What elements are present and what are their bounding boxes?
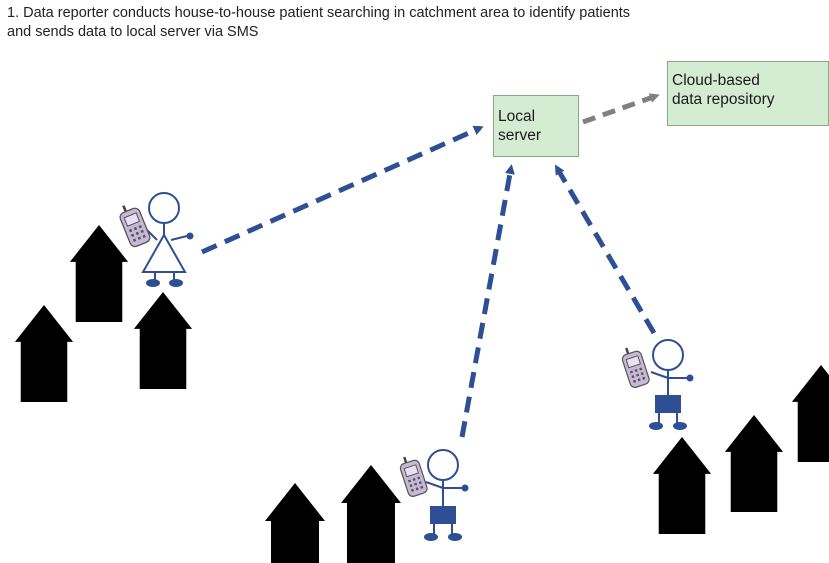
cloud-repository-box: Cloud-based data repository — [667, 61, 829, 126]
caption-line-2: and sends data to local server via SMS — [7, 24, 259, 40]
house-icon — [341, 465, 401, 563]
diagram-caption: 1. Data reporter conducts house-to-house… — [7, 4, 829, 42]
mobile-phone-icon — [115, 200, 153, 249]
female-reporter-icon — [141, 192, 194, 287]
local-server-label-line-1: Local — [498, 108, 536, 125]
sms-arrow-right-reporter — [554, 164, 657, 335]
house-icon — [724, 415, 784, 512]
local-server-label-line-2: server — [498, 127, 542, 144]
house-icon — [69, 225, 129, 322]
sms-arrow-female-reporter — [200, 125, 484, 255]
cloud-repository-label-line-1: Cloud-based — [672, 72, 760, 89]
caption-line-1: 1. Data reporter conducts house-to-house… — [7, 5, 631, 21]
house-icon — [133, 292, 193, 389]
house-icon — [791, 365, 829, 462]
mobile-phone-icon — [618, 343, 651, 390]
house-icon — [652, 437, 712, 534]
house-icon — [14, 305, 74, 402]
upload-arrow — [582, 93, 660, 125]
male-reporter-icon — [649, 339, 694, 430]
male-reporter-icon — [424, 449, 469, 541]
local-server-box: Local server — [493, 95, 579, 157]
cloud-repository-label-line-2: data repository — [672, 91, 775, 108]
mobile-phone-icon — [396, 452, 429, 499]
sms-arrow-middle-reporter — [459, 164, 515, 438]
house-icon — [265, 483, 325, 563]
